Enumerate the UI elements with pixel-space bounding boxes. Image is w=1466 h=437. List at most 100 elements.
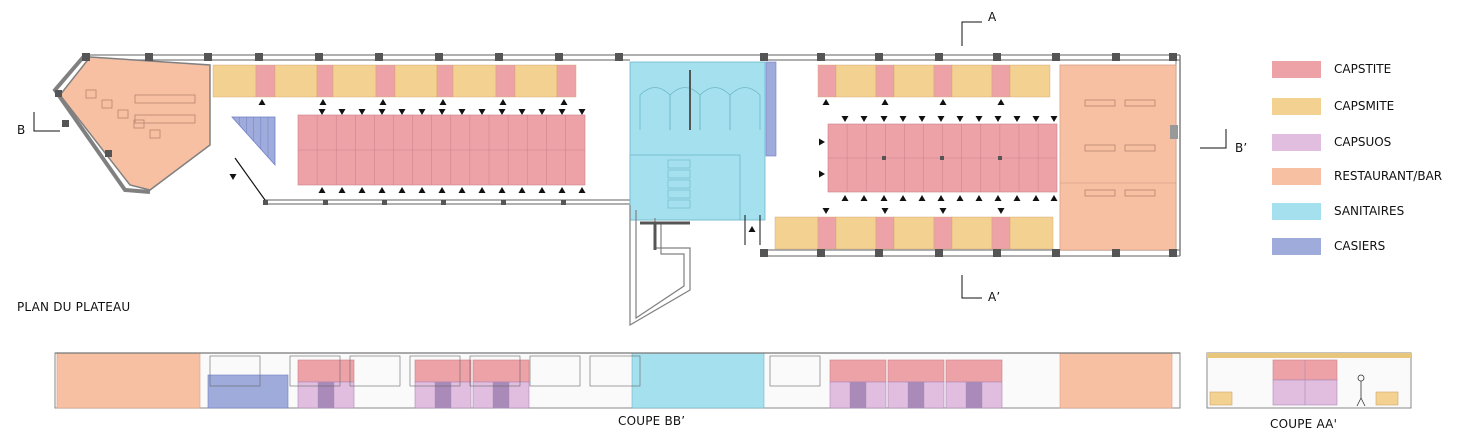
arrow-up-icon bbox=[1013, 195, 1021, 201]
arrow-up-icon bbox=[458, 187, 466, 193]
column bbox=[993, 249, 1001, 257]
column bbox=[817, 249, 825, 257]
cabin-capsmite bbox=[951, 64, 993, 98]
furniture-chair bbox=[149, 129, 161, 139]
restaurant-right-area bbox=[1059, 64, 1177, 251]
bar-counter bbox=[134, 114, 196, 124]
cabin-capstite bbox=[817, 216, 837, 250]
sink bbox=[667, 189, 691, 199]
column bbox=[1169, 249, 1177, 257]
arrow-up-icon bbox=[338, 187, 346, 193]
arrow-up-icon bbox=[558, 187, 566, 193]
arrow-up-icon bbox=[899, 195, 907, 201]
column bbox=[998, 156, 1002, 160]
cabin-capstite bbox=[933, 216, 953, 250]
arrow-down-icon bbox=[438, 109, 446, 115]
arrow-up-icon bbox=[518, 187, 526, 193]
section-window bbox=[529, 355, 581, 387]
legend-label: RESTAURANT/BAR bbox=[1334, 169, 1443, 183]
column bbox=[993, 53, 1001, 61]
column bbox=[882, 156, 886, 160]
section-capsuos-dark bbox=[317, 381, 335, 409]
entrance-arrow-icon bbox=[748, 226, 756, 232]
coupe-bb-section bbox=[54, 352, 1181, 409]
sanitary-stall bbox=[729, 87, 761, 130]
cabin-capstite bbox=[875, 216, 895, 250]
legend-item-casiers: CASIERS bbox=[1272, 238, 1462, 256]
cabin-capsmite bbox=[835, 64, 877, 98]
arrow-up-icon bbox=[258, 99, 266, 105]
arrow-up-icon bbox=[937, 195, 945, 201]
section-mark-a-prime: A’ bbox=[988, 290, 1001, 304]
arrow-up-icon bbox=[478, 187, 486, 193]
furniture-chair bbox=[101, 99, 113, 109]
legend-item-capsmite: CAPSMITE bbox=[1272, 98, 1462, 116]
arrow-up-icon bbox=[418, 187, 426, 193]
person-figure-leg bbox=[1356, 397, 1362, 407]
arrow-up-icon bbox=[1050, 195, 1058, 201]
section-capsuos-dark bbox=[965, 381, 983, 409]
furniture-chair bbox=[133, 119, 145, 129]
arrow-up-icon bbox=[578, 187, 586, 193]
arrow-down-icon bbox=[899, 116, 907, 122]
column bbox=[382, 200, 387, 205]
restaurant-table bbox=[1124, 189, 1156, 197]
arrow-up-icon bbox=[1032, 195, 1040, 201]
cabin-capstite bbox=[375, 64, 396, 98]
arrow-up-icon bbox=[560, 99, 568, 105]
legend-item-sanitaires: SANITAIRES bbox=[1272, 203, 1462, 221]
section-window bbox=[289, 355, 341, 387]
arrow-up-icon bbox=[319, 99, 327, 105]
legend-swatch bbox=[1272, 61, 1321, 78]
section-markers bbox=[33, 21, 1227, 299]
plan-du-plateau bbox=[52, 53, 1181, 327]
arrow-up-icon bbox=[841, 195, 849, 201]
arrow-down-icon bbox=[956, 116, 964, 122]
section-window bbox=[209, 355, 261, 387]
arrow-up-icon bbox=[822, 99, 830, 105]
arrow-down-icon bbox=[378, 109, 386, 115]
restaurant-table bbox=[1124, 144, 1156, 152]
arrow-down-icon bbox=[398, 109, 406, 115]
cabin-capsmite bbox=[514, 64, 558, 98]
column bbox=[263, 200, 268, 205]
cabin-capsmite bbox=[1009, 64, 1051, 98]
section-casiers bbox=[207, 374, 289, 409]
section-capstite bbox=[887, 359, 945, 383]
section-restaurant-left bbox=[56, 352, 201, 409]
column bbox=[62, 120, 69, 127]
cabin-capstite bbox=[991, 64, 1011, 98]
cabin-capsmite bbox=[893, 216, 935, 250]
arrow-up-icon bbox=[498, 187, 506, 193]
column bbox=[1112, 249, 1120, 257]
column bbox=[760, 249, 768, 257]
section-mark-b-prime: B’ bbox=[1235, 141, 1248, 155]
section-window bbox=[589, 355, 641, 387]
arrow-down-icon bbox=[498, 109, 506, 115]
cabin-capstite bbox=[933, 64, 953, 98]
arrow-up-icon bbox=[438, 187, 446, 193]
arrow-down-icon bbox=[1050, 116, 1058, 122]
section-aa-capsmite bbox=[1209, 391, 1233, 406]
plan-title: PLAN DU PLATEAU bbox=[17, 300, 131, 314]
arrow-up-icon bbox=[975, 195, 983, 201]
legend-item-capsuos: CAPSUOS bbox=[1272, 134, 1462, 152]
section-capsuos-dark bbox=[907, 381, 925, 409]
arrow-down-icon bbox=[358, 109, 366, 115]
column bbox=[615, 53, 623, 61]
legend-swatch bbox=[1272, 134, 1321, 151]
cabin-capstite bbox=[875, 64, 895, 98]
sink bbox=[667, 159, 691, 169]
casiers-mid bbox=[765, 61, 777, 157]
cabin-capsmite bbox=[452, 64, 497, 98]
arrow-down-icon bbox=[1013, 116, 1021, 122]
arrow-up-icon bbox=[439, 99, 447, 105]
cabin-capsmite bbox=[951, 216, 993, 250]
section-window bbox=[769, 355, 821, 387]
column bbox=[760, 53, 768, 61]
arrow-down-icon bbox=[318, 109, 326, 115]
column bbox=[105, 150, 112, 157]
sanitaires-lower bbox=[629, 154, 741, 221]
column bbox=[1112, 53, 1120, 61]
